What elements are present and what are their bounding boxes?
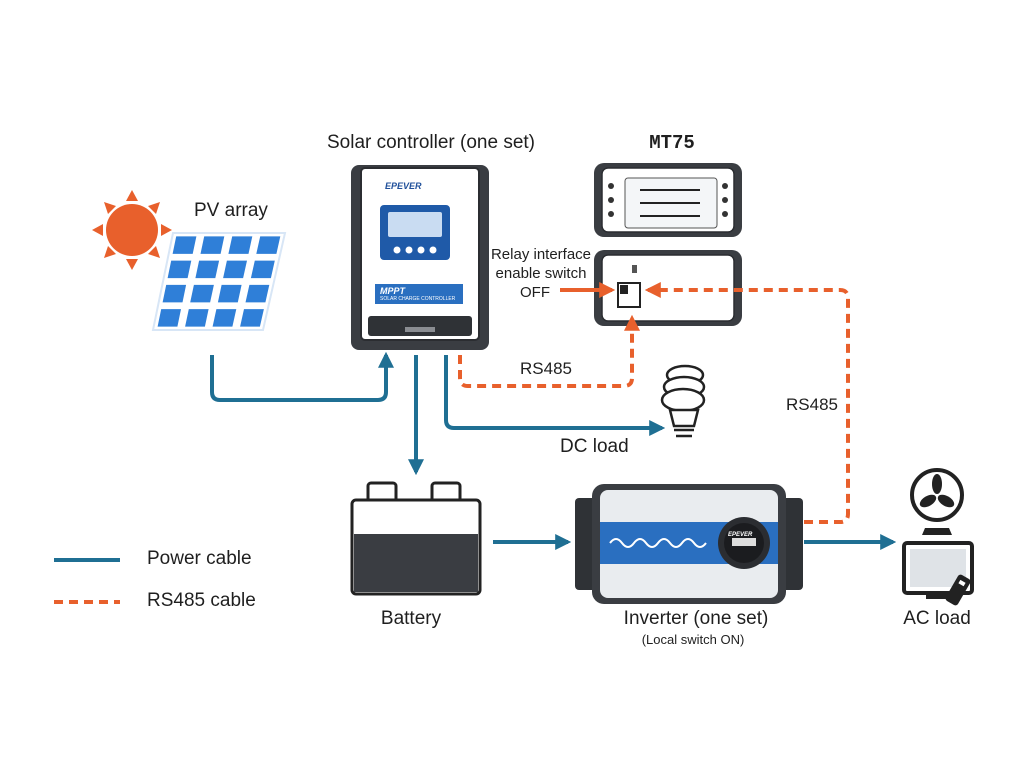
pv-array-icon bbox=[151, 232, 287, 331]
remote-control-icon bbox=[945, 574, 971, 606]
rs485-cable-controller-to-mt75 bbox=[458, 314, 640, 388]
mt75-back-device bbox=[594, 250, 742, 326]
power-cable-controller-to-dcload bbox=[444, 355, 666, 436]
relay-label-line2: enable switch bbox=[495, 265, 587, 282]
pv-panel-cell bbox=[200, 236, 225, 254]
pv-panel-cell bbox=[217, 284, 242, 303]
mt75-meter-device bbox=[594, 163, 742, 237]
dc-load-label: DC load bbox=[560, 436, 629, 457]
fan-icon bbox=[910, 468, 964, 535]
relay-label-line1: Relay interface bbox=[490, 246, 592, 263]
pv-panel-cell bbox=[172, 236, 197, 254]
rs485-label-right: RS485 bbox=[786, 395, 838, 414]
pv-panel-cell bbox=[195, 260, 220, 279]
mt75-label: MT75 bbox=[649, 132, 695, 154]
inverter-note: (Local switch ON) bbox=[641, 632, 745, 647]
relay-label-line3: OFF bbox=[520, 284, 550, 301]
pv-panel-cell bbox=[250, 260, 275, 279]
inverter-label: Inverter (one set) bbox=[623, 608, 769, 629]
sun-icon bbox=[92, 190, 172, 270]
pv-panel-cell bbox=[190, 284, 214, 303]
pv-panel-cell bbox=[228, 236, 253, 254]
pv-panel-cell bbox=[256, 236, 281, 254]
controller-subtitle: SOLAR CHARGE CONTROLLER bbox=[380, 296, 456, 302]
legend-power-label: Power cable bbox=[147, 548, 252, 569]
pv-panel-cell bbox=[157, 309, 181, 327]
pv-panel-cell bbox=[223, 260, 247, 279]
solar-controller-label: Solar controller (one set) bbox=[326, 132, 536, 153]
battery-label: Battery bbox=[380, 608, 442, 629]
controller-brand-logo: EPEVER bbox=[385, 181, 422, 191]
controller-badge: MPPT bbox=[380, 286, 406, 296]
rs485-cable-inverter-to-mt75 bbox=[644, 282, 850, 524]
pv-panel-cell bbox=[167, 260, 192, 279]
pv-panel-cell bbox=[212, 309, 237, 327]
rs485-label-left: RS485 bbox=[520, 359, 572, 378]
inverter-device bbox=[575, 484, 803, 604]
solar-controller-device bbox=[351, 165, 489, 350]
inverter-brand-logo: EPEVER bbox=[728, 532, 753, 538]
legend-rs485-label: RS485 cable bbox=[147, 590, 256, 611]
pv-array-label: PV array bbox=[194, 200, 268, 221]
ac-load-label: AC load bbox=[903, 608, 971, 629]
pv-panel-cell bbox=[185, 309, 209, 327]
rs485-cables bbox=[458, 282, 850, 524]
pv-panel-cell bbox=[245, 284, 270, 303]
power-cable-pv-to-controller bbox=[210, 351, 394, 402]
battery-icon bbox=[350, 481, 482, 596]
pv-panel-cell bbox=[162, 284, 187, 303]
power-cables bbox=[210, 351, 897, 550]
pv-panel-cell bbox=[240, 309, 264, 327]
lightbulb-icon bbox=[660, 364, 706, 438]
